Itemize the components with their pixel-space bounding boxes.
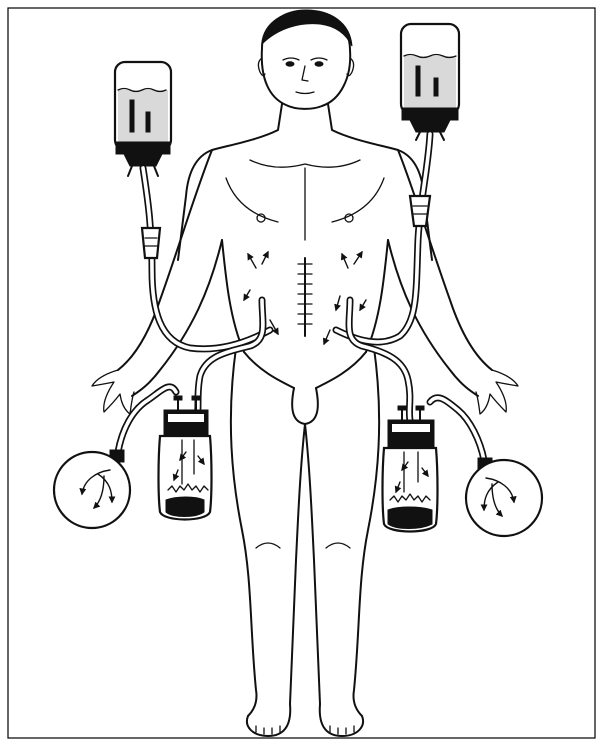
legs [231, 348, 379, 736]
left-irrigation-bottle [115, 62, 171, 176]
left-suction-bulb [54, 450, 130, 528]
right-suction-bulb [466, 458, 542, 536]
right-irrigation-bottle [401, 24, 459, 140]
figure-frame [8, 8, 595, 738]
left-drainage-tube [196, 300, 263, 418]
head [258, 10, 353, 109]
